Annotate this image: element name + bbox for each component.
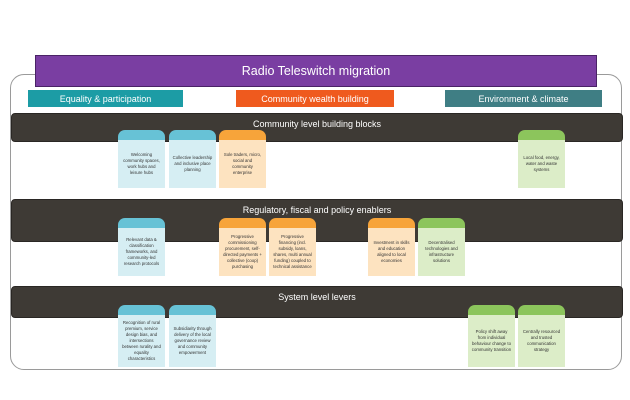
card-text: Policy shift away from individual behavi… bbox=[468, 315, 515, 367]
card-centrally-resourced: Centrally resourced and trusted communic… bbox=[518, 305, 565, 367]
card-text: Progressive commissioning procurement, s… bbox=[219, 228, 266, 276]
band-community-level: Community level building blocks bbox=[11, 113, 623, 142]
card-investment-skills: Investment in skills and education align… bbox=[368, 218, 415, 276]
card-header bbox=[269, 218, 316, 228]
card-header bbox=[219, 218, 266, 228]
pillar-equality: Equality & participation bbox=[28, 90, 183, 107]
card-header bbox=[169, 305, 216, 315]
band-community-label: Community level building blocks bbox=[252, 119, 382, 129]
card-text: Relevant data & classification framework… bbox=[118, 228, 165, 276]
card-decentralised-tech: Decentralised technologies and infrastru… bbox=[418, 218, 465, 276]
card-header bbox=[118, 130, 165, 140]
card-header bbox=[169, 130, 216, 140]
card-sole-traders: Sole traders, micro, social and communit… bbox=[219, 130, 266, 188]
card-local-food: Local food, energy, water and waste syst… bbox=[518, 130, 565, 188]
card-progressive-financing: Progressive financing (incl. subsidy, lo… bbox=[269, 218, 316, 276]
card-text: Centrally resourced and trusted communic… bbox=[518, 315, 565, 367]
card-progressive-commissioning: Progressive commissioning procurement, s… bbox=[219, 218, 266, 276]
card-recognition-rural: Recognition of rural premium, service de… bbox=[118, 305, 165, 367]
diagram-title: Radio Teleswitch migration bbox=[35, 55, 597, 87]
card-collective-leadership: Collective leadership and inclusive plac… bbox=[169, 130, 216, 188]
card-header bbox=[118, 305, 165, 315]
pillar-environment: Environment & climate bbox=[445, 90, 602, 107]
card-header bbox=[518, 305, 565, 315]
card-welcoming-spaces: Welcoming community spaces, work hubs an… bbox=[118, 130, 165, 188]
card-text: Collective leadership and inclusive plac… bbox=[169, 140, 216, 188]
card-text: Local food, energy, water and waste syst… bbox=[518, 140, 565, 188]
card-relevant-data: Relevant data & classification framework… bbox=[118, 218, 165, 276]
card-header bbox=[219, 130, 266, 140]
band-regulatory-label: Regulatory, fiscal and policy enablers bbox=[242, 205, 392, 215]
card-text: Decentralised technologies and infrastru… bbox=[418, 228, 465, 276]
card-header bbox=[118, 218, 165, 228]
card-text: Sole traders, micro, social and communit… bbox=[219, 140, 266, 188]
card-policy-shift: Policy shift away from individual behavi… bbox=[468, 305, 515, 367]
card-text: Subsidiarity through delivery of the loc… bbox=[169, 315, 216, 367]
card-header bbox=[468, 305, 515, 315]
pillar-community-wealth: Community wealth building bbox=[236, 90, 394, 107]
card-header bbox=[418, 218, 465, 228]
card-text: Investment in skills and education align… bbox=[368, 228, 415, 276]
band-regulatory: Regulatory, fiscal and policy enablers bbox=[11, 199, 623, 242]
card-text: Progressive financing (incl. subsidy, lo… bbox=[269, 228, 316, 276]
band-system-label: System level levers bbox=[278, 292, 356, 302]
card-text: Recognition of rural premium, service de… bbox=[118, 315, 165, 367]
card-header bbox=[368, 218, 415, 228]
card-subsidiarity: Subsidiarity through delivery of the loc… bbox=[169, 305, 216, 367]
card-text: Welcoming community spaces, work hubs an… bbox=[118, 140, 165, 188]
card-header bbox=[518, 130, 565, 140]
